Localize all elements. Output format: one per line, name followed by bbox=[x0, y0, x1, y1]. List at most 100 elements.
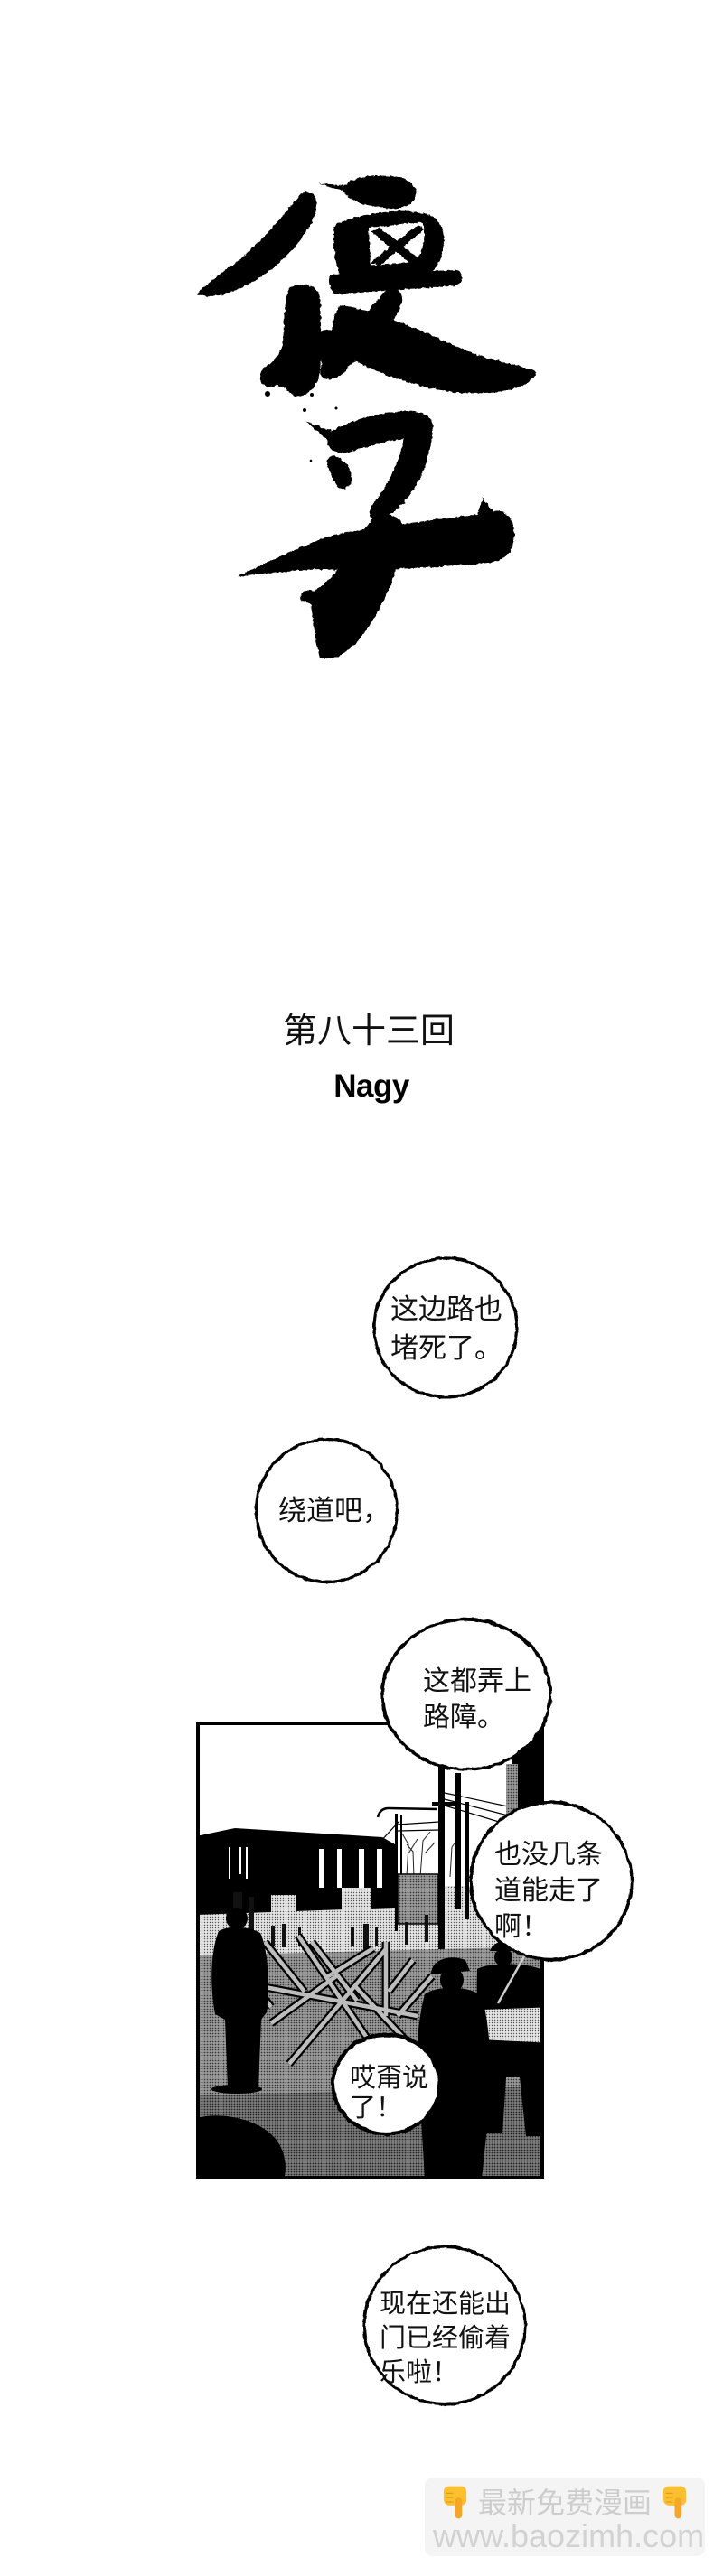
utility-poles bbox=[376, 1761, 469, 1992]
clutter bbox=[351, 1927, 354, 1946]
figure-body bbox=[476, 1964, 544, 2136]
title-char-zi bbox=[238, 411, 514, 660]
shed bbox=[397, 1873, 439, 1925]
bubble-text: 这边路也 堵死了。 bbox=[390, 1291, 502, 1368]
figure-head bbox=[440, 1967, 464, 1993]
brush-stroke-inner-blob bbox=[327, 455, 352, 490]
wire bbox=[397, 1829, 440, 1832]
watermark-label: 最新免费漫画 bbox=[477, 2486, 652, 2520]
bubble-line: 这都弄上 bbox=[423, 1666, 531, 1697]
figure-body bbox=[417, 1987, 491, 2179]
figure-head bbox=[226, 1908, 248, 1929]
pointing-down-hand-icon bbox=[443, 2486, 467, 2519]
bubble-outline bbox=[254, 1437, 399, 1584]
bubble-text: 现在还能出 门已经偷着 乐啦！ bbox=[380, 2286, 511, 2389]
barricade-beam-face bbox=[310, 1940, 359, 2002]
bubble-fill bbox=[364, 2246, 525, 2404]
bubble-line: 哎甭说 bbox=[350, 2062, 429, 2093]
ink-dot bbox=[303, 408, 306, 412]
pole bbox=[455, 1773, 461, 1909]
tree-branch bbox=[419, 1831, 431, 1878]
pole bbox=[395, 1814, 398, 1931]
window-slit bbox=[359, 1849, 364, 1888]
clutter bbox=[363, 1924, 369, 1949]
bubble-line: 了！ bbox=[350, 2092, 403, 2123]
barricade-beam-face bbox=[352, 1983, 410, 2045]
bubble-border bbox=[331, 2032, 442, 2136]
speech-bubble: 哎甭说 了！ bbox=[331, 2032, 442, 2136]
bubble-fill bbox=[256, 1439, 398, 1582]
clutter bbox=[271, 1926, 275, 1946]
brush-crossbar-tip bbox=[477, 498, 493, 517]
barricade-beam-face bbox=[287, 1947, 388, 2066]
wall-panel bbox=[271, 1895, 296, 1927]
speech-bubble: 这边路也 堵死了。 bbox=[371, 1255, 520, 1400]
hand-finger bbox=[674, 2497, 682, 2519]
figure-shadow bbox=[211, 2085, 262, 2094]
bubble-border bbox=[372, 1256, 519, 1399]
wall-panel bbox=[342, 1888, 371, 1927]
bubble-fill bbox=[374, 1258, 517, 1397]
hand-knuckles bbox=[665, 2492, 673, 2503]
clutter bbox=[282, 1924, 286, 1947]
ink-dot bbox=[265, 391, 270, 397]
bubble-outline bbox=[362, 2245, 527, 2406]
bubble-line: 这边路也 bbox=[390, 1293, 502, 1326]
bubble-line: 现在还能出 bbox=[380, 2288, 512, 2319]
bubble-outline bbox=[380, 1618, 552, 1771]
bubble-outline bbox=[469, 1800, 634, 1962]
window-slit bbox=[319, 1849, 324, 1888]
building-left bbox=[196, 1828, 395, 1927]
pole bbox=[465, 1802, 469, 1919]
bubble-line: 门已经偷着 bbox=[380, 2322, 512, 2353]
ink-splatter bbox=[265, 391, 338, 462]
brush-stroke-descender bbox=[300, 514, 405, 660]
window-slit bbox=[246, 1847, 248, 1879]
chapter-subtitle: Nagy bbox=[333, 1069, 409, 1104]
figure-head bbox=[494, 1948, 512, 1966]
window-slit bbox=[229, 1847, 230, 1879]
brush-stroke-vertical bbox=[259, 284, 322, 397]
brush-wisp bbox=[318, 183, 343, 191]
speech-bubble: 这都弄上 路障。 bbox=[380, 1617, 553, 1772]
pole bbox=[438, 1761, 445, 1992]
brush-stroke-hook-top bbox=[326, 411, 434, 521]
barricade-beam-face bbox=[387, 1958, 415, 1993]
bubble-line: 道能走了 bbox=[494, 1875, 603, 1907]
watermark-headline: 最新免费漫画 bbox=[442, 2486, 688, 2520]
figure-cap bbox=[430, 1957, 470, 1974]
clutter bbox=[249, 1897, 254, 1933]
bubble-line: 路障。 bbox=[423, 1702, 504, 1733]
ink-dot bbox=[309, 459, 313, 462]
tree-branch bbox=[424, 1842, 436, 1854]
bubble-fill bbox=[333, 2034, 440, 2134]
street-lamp-arm bbox=[376, 1806, 438, 1818]
tree-branch bbox=[406, 1843, 415, 1878]
clutter bbox=[425, 1915, 428, 1942]
wire bbox=[397, 1821, 440, 1825]
pole-crossbar bbox=[432, 1802, 461, 1806]
ink-dot bbox=[334, 406, 338, 410]
bubble-fill bbox=[382, 1619, 550, 1769]
hand-finger bbox=[455, 2497, 463, 2519]
figure-center-right bbox=[417, 1957, 491, 2179]
speech-bubble: 绕道吧， bbox=[254, 1437, 399, 1584]
brush-wisp bbox=[305, 421, 331, 440]
speech-bubble: 也没几条 道能走了 啊！ bbox=[468, 1800, 634, 1962]
bubble-text: 绕道吧， bbox=[278, 1493, 390, 1529]
chapter-number: 第八十三回 bbox=[282, 1011, 455, 1050]
pole bbox=[400, 1815, 402, 1924]
pointing-down-hand-icon bbox=[662, 2486, 687, 2519]
figure-body bbox=[211, 1927, 268, 2088]
bubble-outline bbox=[331, 2032, 442, 2136]
tree-branch bbox=[408, 1838, 418, 1854]
brush-box-cross-b bbox=[371, 225, 425, 266]
window-slit bbox=[377, 1849, 382, 1888]
bubble-outline bbox=[372, 1256, 519, 1399]
barricade-beam-face bbox=[264, 1984, 418, 2019]
tree-branch bbox=[401, 1833, 409, 1878]
watermark: 最新免费漫画 www.baozimh.com bbox=[425, 2478, 705, 2556]
barricade-beam-face bbox=[263, 1940, 306, 1993]
brush-stroke-sweep bbox=[332, 305, 537, 394]
